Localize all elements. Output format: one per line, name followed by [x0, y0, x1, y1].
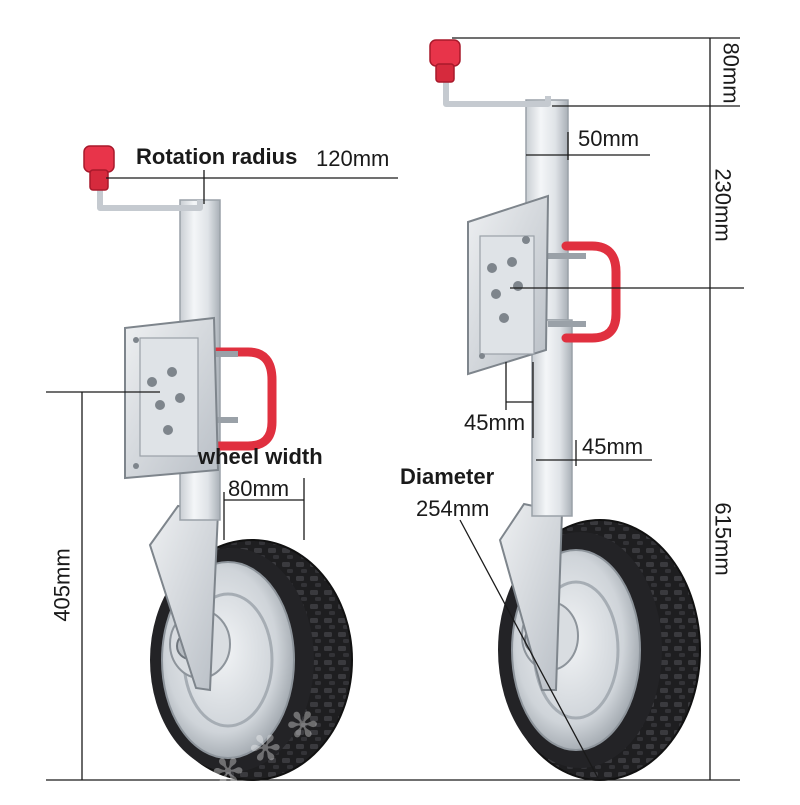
left-clamp-plate	[124, 316, 220, 480]
rotation-radius-value: 120mm	[316, 146, 390, 171]
dimension-lines	[46, 37, 744, 781]
right-red-handle	[561, 241, 621, 343]
right-crank-handle	[443, 80, 551, 107]
tube-top-value: 50mm	[578, 126, 640, 151]
diameter-value: 254mm	[416, 496, 490, 521]
clamp-width-value: 45mm	[464, 410, 526, 435]
left-red-knob	[83, 145, 115, 191]
left-crank-handle	[97, 186, 203, 211]
wheel-width-label: wheel width	[198, 444, 323, 469]
tube-lower-value: 45mm	[582, 434, 644, 459]
left-red-handle	[209, 347, 277, 451]
right-wheel-fork	[498, 502, 564, 691]
handle-height-value: 80mm	[718, 42, 744, 104]
diameter-line	[459, 519, 599, 779]
right-jockey-wheel	[429, 39, 701, 781]
upper-height-value: 230mm	[710, 168, 736, 242]
left-jockey-wheel	[83, 145, 353, 781]
rotation-radius-label: Rotation radius	[136, 144, 298, 169]
left-wheel-fork	[148, 504, 220, 692]
wheel-width-value: 80mm	[228, 476, 290, 501]
right-red-knob	[429, 39, 461, 83]
lower-height-value: 615mm	[710, 502, 736, 576]
right-clamp-plate	[467, 194, 550, 376]
diameter-label: Diameter	[400, 464, 495, 489]
left-height-value: 405mm	[49, 548, 75, 622]
